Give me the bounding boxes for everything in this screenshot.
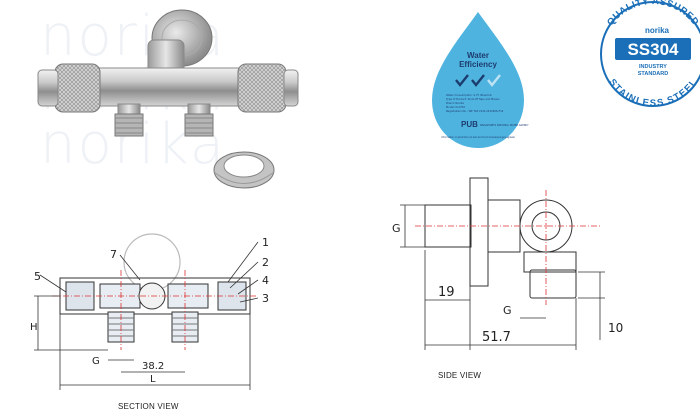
badge-brand: norika bbox=[645, 26, 670, 35]
side-dim-g-bottom: G bbox=[503, 304, 512, 317]
dim-g: G bbox=[92, 356, 100, 367]
fine-print: Model: N-2700 bbox=[446, 105, 465, 109]
fine-print: Registration No.: WE TAP 20-N-2432406-F1… bbox=[446, 109, 504, 113]
pub-bottom-note: Information on products can also be foun… bbox=[441, 136, 515, 139]
badge-title-2: Efficiency bbox=[459, 60, 497, 69]
side-dim-g-left: G bbox=[392, 222, 401, 235]
badge-line2: STANDARD bbox=[638, 71, 668, 77]
side-dim-19: 19 bbox=[438, 285, 455, 300]
badge-grade: SS304 bbox=[627, 40, 679, 59]
grade-box bbox=[615, 38, 691, 60]
callout-4: 4 bbox=[262, 274, 269, 287]
badge-line1: INDUSTRY bbox=[639, 64, 667, 70]
side-view-caption: SIDE VIEW bbox=[438, 371, 482, 380]
fine-print: Type of Product: Shut-off Taps and Mixer… bbox=[446, 97, 500, 101]
dim-pitch: 38.2 bbox=[142, 361, 164, 372]
fine-print: Brand: Norika bbox=[446, 101, 464, 105]
side-dim-10: 10 bbox=[608, 321, 623, 335]
callout-3: 3 bbox=[262, 292, 269, 305]
callout-2: 2 bbox=[262, 256, 269, 269]
dim-h: H bbox=[30, 322, 38, 333]
callout-7: 7 bbox=[110, 248, 117, 261]
pub-logo: PUB bbox=[461, 120, 478, 129]
pub-sub: SINGAPORE'S NATIONAL WATER AGENCY bbox=[480, 124, 529, 127]
badge-title-1: Water bbox=[467, 51, 489, 60]
dim-length: L bbox=[150, 374, 156, 385]
fine-print: Water Consumption: 4.75 litres/min bbox=[446, 93, 493, 97]
side-dim-total: 51.7 bbox=[482, 330, 511, 345]
callout-5: 5 bbox=[34, 270, 41, 283]
section-view-caption: SECTION VIEW bbox=[118, 402, 179, 411]
callout-1: 1 bbox=[262, 236, 269, 249]
efficiency-ticks-icon bbox=[455, 74, 501, 87]
water-drop-icon bbox=[432, 12, 524, 148]
